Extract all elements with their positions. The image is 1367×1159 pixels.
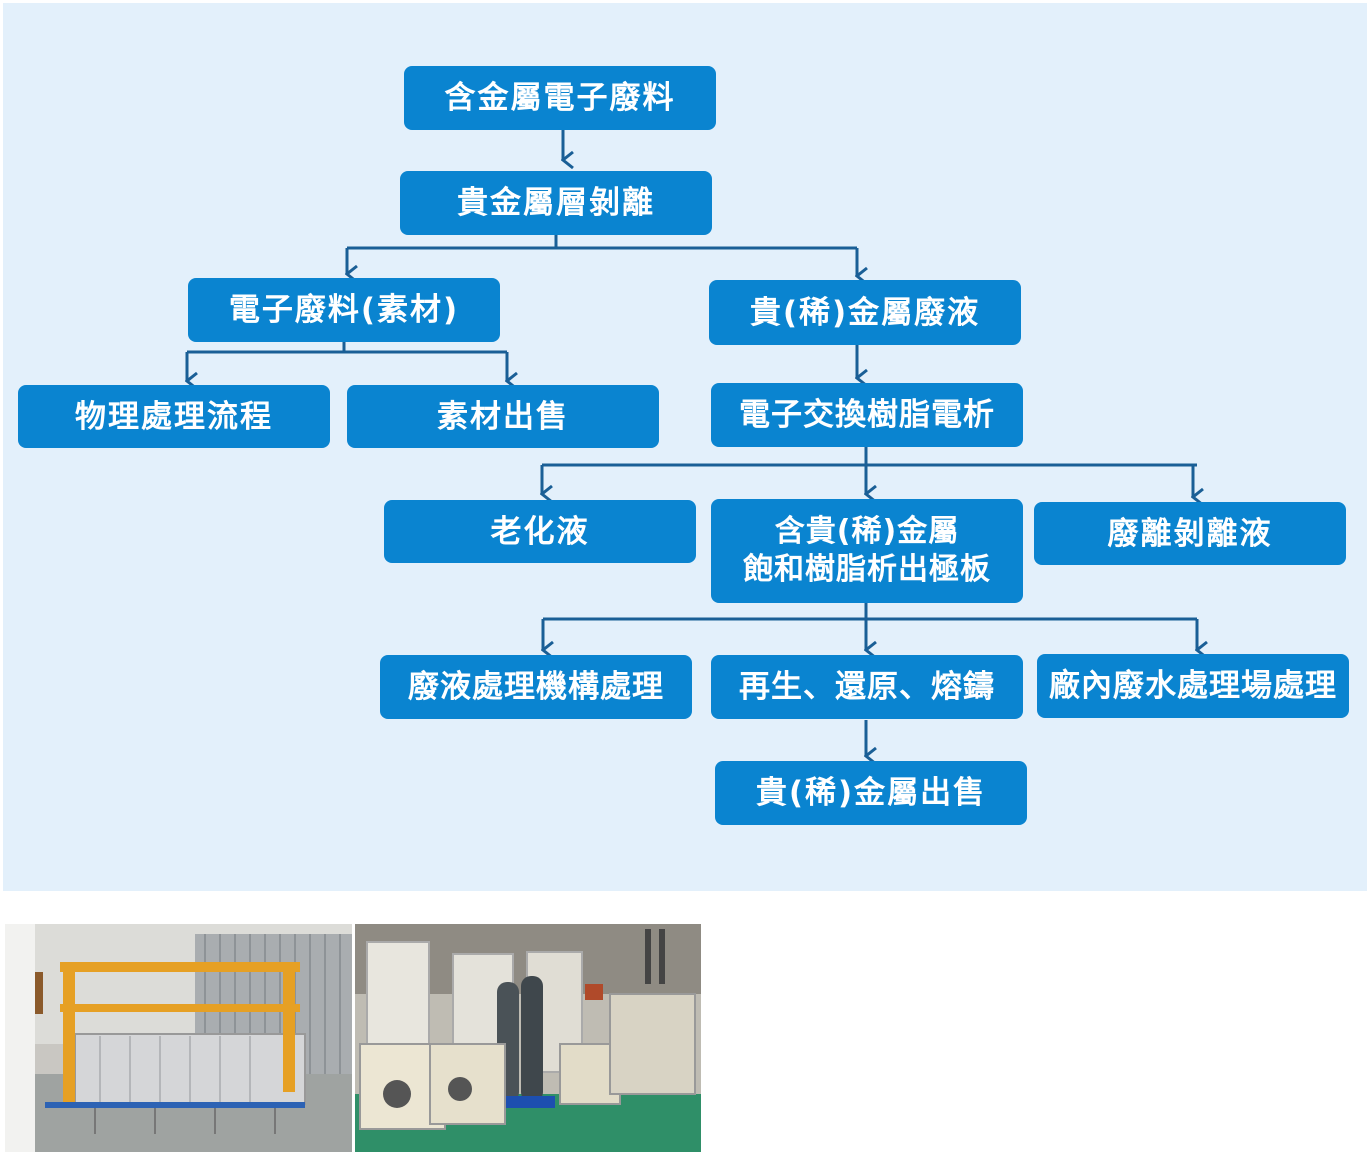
node-metal-sale: 貴(稀)金屬出售	[715, 761, 1027, 825]
resin-tank-photo	[355, 924, 701, 1152]
node-material: 電子廢料(素材)	[188, 278, 500, 342]
node-saturated: 含貴(稀)金屬 飽和樹脂析出極板	[711, 499, 1023, 603]
node-regen: 再生、還原、熔鑄	[711, 655, 1023, 719]
node-strip-waste: 廢離剝離液	[1034, 502, 1346, 565]
node-material-sale: 素材出售	[347, 385, 659, 448]
node-waste-liquid: 貴(稀)金屬廢液	[709, 280, 1021, 345]
node-plant: 廠內廢水處理場處理	[1037, 654, 1349, 718]
node-saturated-line2: 飽和樹脂析出極板	[743, 552, 991, 587]
node-electrolysis: 電子交換樹脂電析	[711, 383, 1023, 447]
flowchart-connectors	[0, 130, 1367, 900]
node-strip: 貴金屬層剝離	[400, 171, 712, 235]
node-ewaste: 含金屬電子廢料	[404, 66, 716, 130]
node-aging: 老化液	[384, 500, 696, 563]
plating-line-photo	[5, 924, 352, 1152]
node-agency: 廢液處理機構處理	[380, 655, 692, 719]
node-physical: 物理處理流程	[18, 385, 330, 448]
node-saturated-line1: 含貴(稀)金屬	[774, 514, 960, 549]
